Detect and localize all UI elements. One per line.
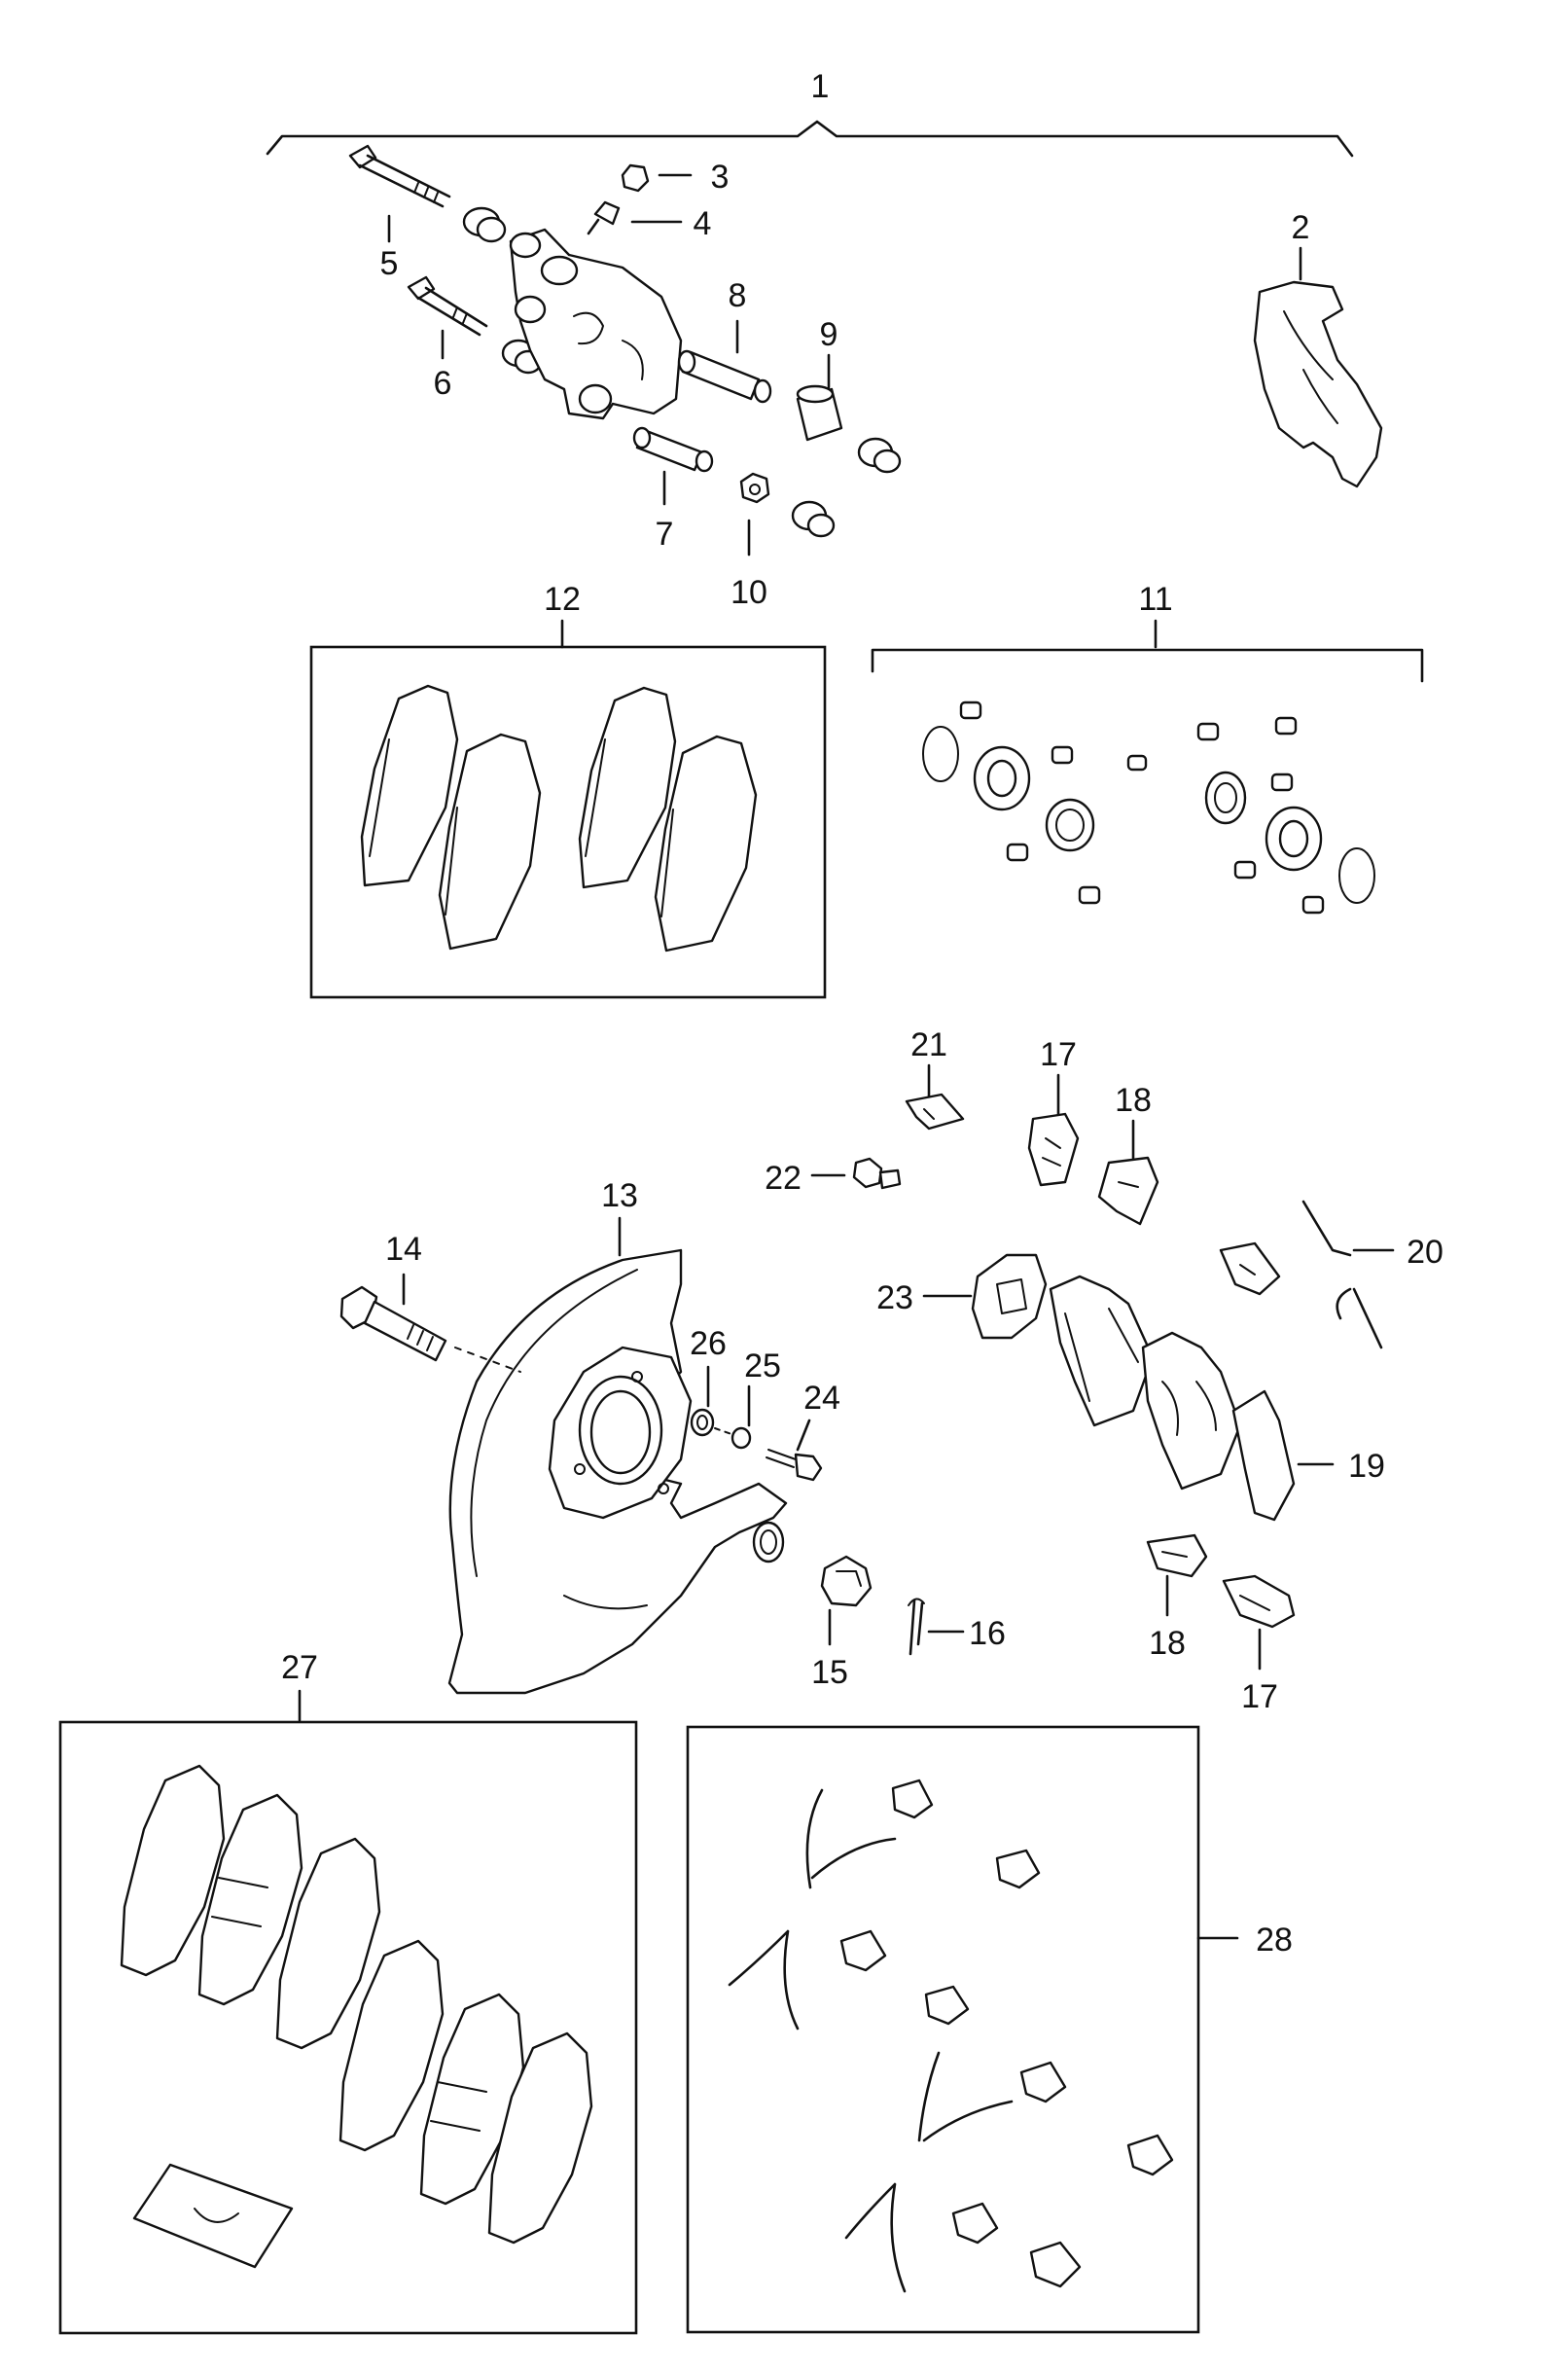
washer-26: [690, 1408, 715, 1437]
wire-spring-20: [1301, 1200, 1383, 1349]
pad-clip-middle: [1219, 1241, 1281, 1296]
dust-boot-lower: [791, 500, 836, 538]
seal-ring-small: [752, 1521, 785, 1563]
callout-14: 14: [385, 1231, 422, 1268]
callout-26: 26: [690, 1325, 727, 1362]
dust-boot-right: [857, 437, 902, 474]
callout-11: 11: [1138, 581, 1172, 618]
seal-kit-11-parts: [922, 701, 1375, 915]
anti-rattle-spring-17-bottom: [1222, 1574, 1296, 1629]
callout-3: 3: [711, 159, 730, 196]
callout-19: 19: [1348, 1448, 1385, 1485]
guide-sleeve-9: [796, 384, 843, 442]
callout-16: 16: [969, 1615, 1006, 1652]
hub-flange: [548, 1346, 693, 1520]
callout-15: 15: [811, 1654, 848, 1691]
seal-kit-bracket-11: [871, 648, 1424, 683]
callout-24: 24: [803, 1380, 840, 1417]
callout-9: 9: [820, 316, 838, 353]
hardware-kit-box-28: [686, 1725, 1200, 2334]
pad-kit-12-pads: [360, 684, 758, 952]
bolt-22: [852, 1157, 902, 1190]
bolt-24: [766, 1449, 823, 1482]
bleeder-cap-3: [621, 163, 650, 193]
callout-5: 5: [380, 245, 399, 282]
guide-pin-8: [677, 349, 772, 404]
boot-ring-10: [739, 472, 770, 504]
callout-18-bottom: 18: [1149, 1625, 1186, 1662]
washer-25: [731, 1426, 752, 1450]
callout-17-top: 17: [1040, 1036, 1077, 1073]
callout-7: 7: [656, 516, 674, 553]
bleeder-screw-4: [587, 200, 621, 235]
brake-pad-inner: [1049, 1275, 1155, 1427]
callout-27: 27: [281, 1649, 318, 1686]
pad-clip-21: [905, 1093, 965, 1131]
brake-pad-outer: [1141, 1331, 1242, 1491]
callout-4: 4: [694, 205, 712, 242]
callout-28: 28: [1256, 1922, 1293, 1959]
callout-12: 12: [544, 581, 581, 618]
callout-18-top: 18: [1115, 1082, 1152, 1119]
pad-set-box-27: [58, 1720, 638, 2335]
callout-8: 8: [729, 277, 747, 314]
callout-2: 2: [1292, 209, 1310, 246]
callout-20: 20: [1407, 1234, 1443, 1271]
caliper-assembly-bracket: [266, 120, 1354, 158]
shim-clip-18-bottom: [1146, 1533, 1208, 1578]
caliper-bolt-6: [407, 275, 488, 337]
callout-22: 22: [765, 1160, 802, 1197]
guide-bushing-upper: [462, 206, 507, 243]
caliper-bolt-5: [348, 144, 451, 208]
caliper-carrier-2: [1253, 280, 1383, 488]
callout-13: 13: [601, 1177, 638, 1214]
shim-23: [971, 1253, 1048, 1340]
guide-pin-7: [632, 426, 714, 473]
castle-nut-15: [820, 1555, 873, 1607]
shim-clip-18-top: [1097, 1156, 1159, 1226]
anti-rattle-spring-17-top: [1027, 1112, 1080, 1187]
cotter-pin-16: [908, 1598, 925, 1656]
caliper-body: [509, 228, 683, 420]
pad-kit-box-12: [309, 645, 827, 999]
callout-23: 23: [876, 1279, 913, 1316]
hardware-kit-28-parts: [728, 1779, 1174, 2293]
anti-squeal-shim-19: [1231, 1389, 1296, 1522]
callout-6: 6: [434, 365, 452, 402]
callout-1: 1: [811, 68, 830, 105]
bolt-14: [339, 1285, 447, 1362]
callout-21: 21: [910, 1026, 947, 1063]
callout-10: 10: [731, 574, 767, 611]
pad-set-27-pads: [120, 1764, 593, 2269]
callout-25: 25: [744, 1348, 781, 1384]
callout-17-bottom: 17: [1241, 1678, 1278, 1715]
